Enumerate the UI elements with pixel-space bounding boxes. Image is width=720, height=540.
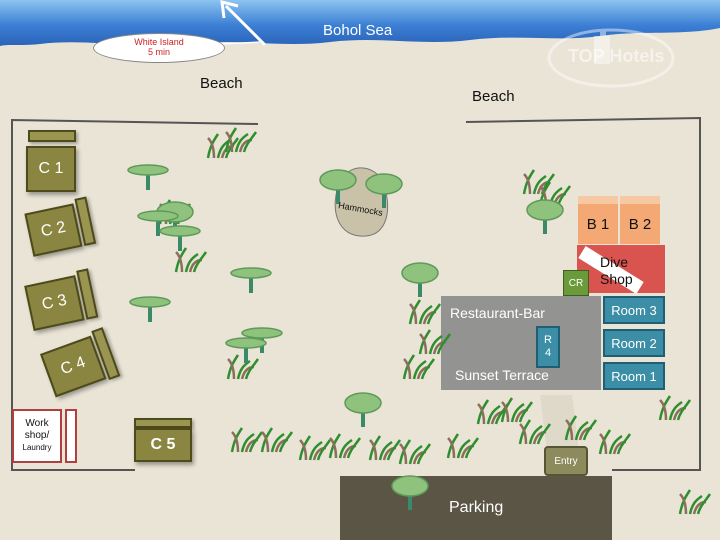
dive-shop-line1: Dive <box>600 254 629 270</box>
workshop-line3: Laundry <box>22 443 52 452</box>
workshop-line1: Work <box>25 418 49 429</box>
cabin-c5-porch <box>134 418 192 428</box>
room-r4-line1: R <box>544 334 552 346</box>
workshop-line2: shop/ <box>24 430 50 441</box>
room-3-label: Room 3 <box>611 302 657 318</box>
terrace-area <box>441 296 601 390</box>
cabin-c2: C 2 <box>24 203 83 257</box>
cabin-c1[interactable]: C 1 <box>26 146 76 192</box>
room-1-label: Room 1 <box>611 368 657 384</box>
entry-label: Entry <box>554 455 578 467</box>
island-callout-time: 5 min <box>147 47 170 57</box>
room-1[interactable]: Room 1 <box>603 362 665 390</box>
cr-building[interactable]: CR <box>563 270 589 296</box>
workshop-laundry[interactable]: Work shop/ Laundry <box>14 418 60 454</box>
restaurant-bar-label[interactable]: Restaurant-Bar <box>450 305 545 321</box>
cabin-c3-label: C 3 <box>40 291 69 314</box>
cabin-c1-porch <box>28 130 76 142</box>
dive-shop[interactable]: Dive Shop <box>600 254 650 288</box>
cabin-c2-label: C 2 <box>39 218 68 241</box>
room-3[interactable]: Room 3 <box>603 296 665 324</box>
entry-gate[interactable]: Entry <box>544 446 588 476</box>
watermark-logo <box>547 28 675 88</box>
sunset-terrace-label[interactable]: Sunset Terrace <box>455 367 549 383</box>
cr-label: CR <box>568 277 584 289</box>
dive-shop-line2: Shop <box>600 271 633 287</box>
bungalow-b1-label: B 1 <box>586 215 610 233</box>
parking-area <box>340 476 612 540</box>
cabin-c1-label: C 1 <box>38 160 64 177</box>
island-callout-name: White Island <box>134 37 184 47</box>
boundary-left <box>11 118 259 471</box>
parking-label[interactable]: Parking <box>449 499 504 516</box>
cabin-c5-label: C 5 <box>150 436 176 453</box>
cabin-c5[interactable]: C 5 <box>134 428 192 462</box>
room-r4-line2: 4 <box>544 347 552 359</box>
cabin-c4-label: C 4 <box>58 353 88 379</box>
bungalow-b2-label: B 2 <box>628 215 652 233</box>
room-r4[interactable]: R 4 <box>536 326 560 368</box>
room-2[interactable]: Room 2 <box>603 329 665 357</box>
bungalow-b2[interactable]: B 2 <box>620 196 660 244</box>
cabin-c3: C 3 <box>24 275 85 331</box>
beach-right-label: Beach <box>472 88 515 105</box>
sea-label: Bohol Sea <box>323 22 393 39</box>
boundary-right <box>465 116 701 471</box>
beach-left-label: Beach <box>200 75 243 92</box>
room-2-label: Room 2 <box>611 335 657 351</box>
workshop-box <box>12 409 62 463</box>
watermark-text: TOP Hotels <box>568 46 665 66</box>
north-arrow <box>224 4 267 47</box>
bungalow-b1[interactable]: B 1 <box>578 196 618 244</box>
island-callout: White Island 5 min <box>93 33 225 63</box>
